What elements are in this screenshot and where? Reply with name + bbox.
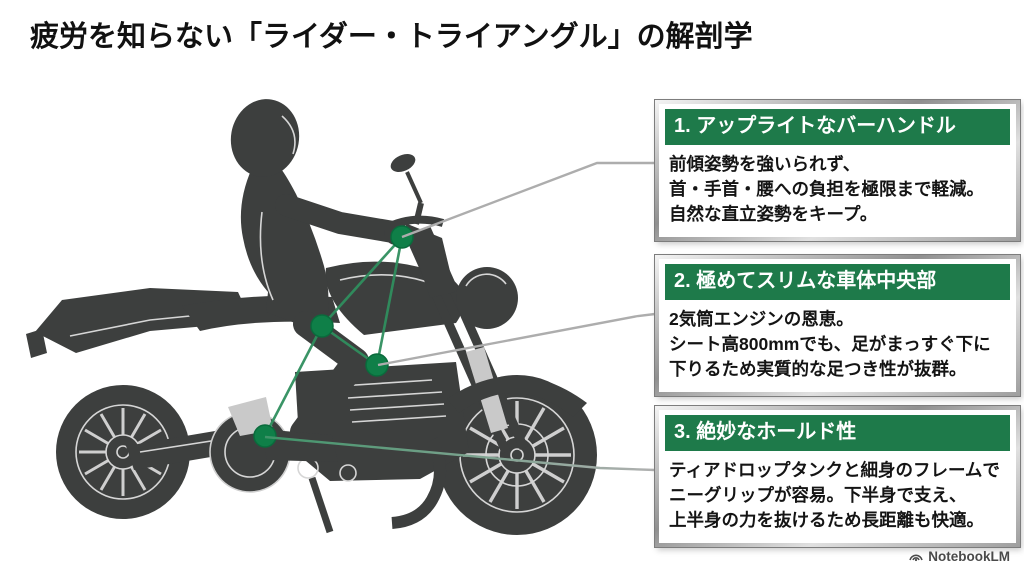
watermark-label: NotebookLM [928,548,1010,564]
front-fender [447,375,587,417]
callout-1-body: 前傾姿勢を強いられず、 首・手首・腰への負担を極限まで軽減。 自然な直立姿勢をキ… [669,154,984,225]
callout-2-body: 2気筒エンジンの恩恵。 シート高800mmでも、足がまっすぐ下に 下りるため実質… [669,309,991,380]
callout-box-1: 1. アップライトなバーハンドル 前傾姿勢を強いられず、 首・手首・腰への負担を… [655,100,1020,241]
tail-light [26,329,47,358]
front-wheel [437,375,597,535]
front-end [382,153,587,454]
callout-box-3: 3. 絶妙なホールド性 ティアドロップタンクと細身のフレームで ニーグリップが容… [655,406,1020,547]
notebooklm-logo-icon [909,554,924,562]
triangle-point-seat [310,314,334,338]
triangle-point-footpeg [253,424,277,448]
leader-line-3 [264,435,656,472]
rider-triangle [253,225,414,448]
helmet [230,99,300,177]
watermark: NotebookLM [908,548,1010,564]
page-title: 疲労を知らない「ライダー・トライアングル」の解剖学 [30,21,753,53]
callout-3-heading: 3. 絶妙なホールド性 [665,415,1010,451]
leader-line-2 [377,312,656,367]
mirror [390,153,416,173]
leader-line-1 [401,161,655,239]
callout-1-heading: 1. アップライトなバーハンドル [665,109,1010,145]
exhaust-pipe [391,437,446,529]
leader-lines [264,161,656,472]
callout-3-body: ティアドロップタンクと細身のフレームで ニーグリップが容易。下半身で支え、 上半… [669,460,1000,531]
side-stand [308,476,334,534]
callout-box-2: 2. 極めてスリムな車体中央部 2気筒エンジンの恩恵。 シート高800mmでも、… [655,255,1020,396]
callout-2-heading: 2. 極めてスリムな車体中央部 [665,264,1010,300]
motorcycle-silhouette [26,99,597,535]
triangle-point-frame-center [365,353,389,377]
